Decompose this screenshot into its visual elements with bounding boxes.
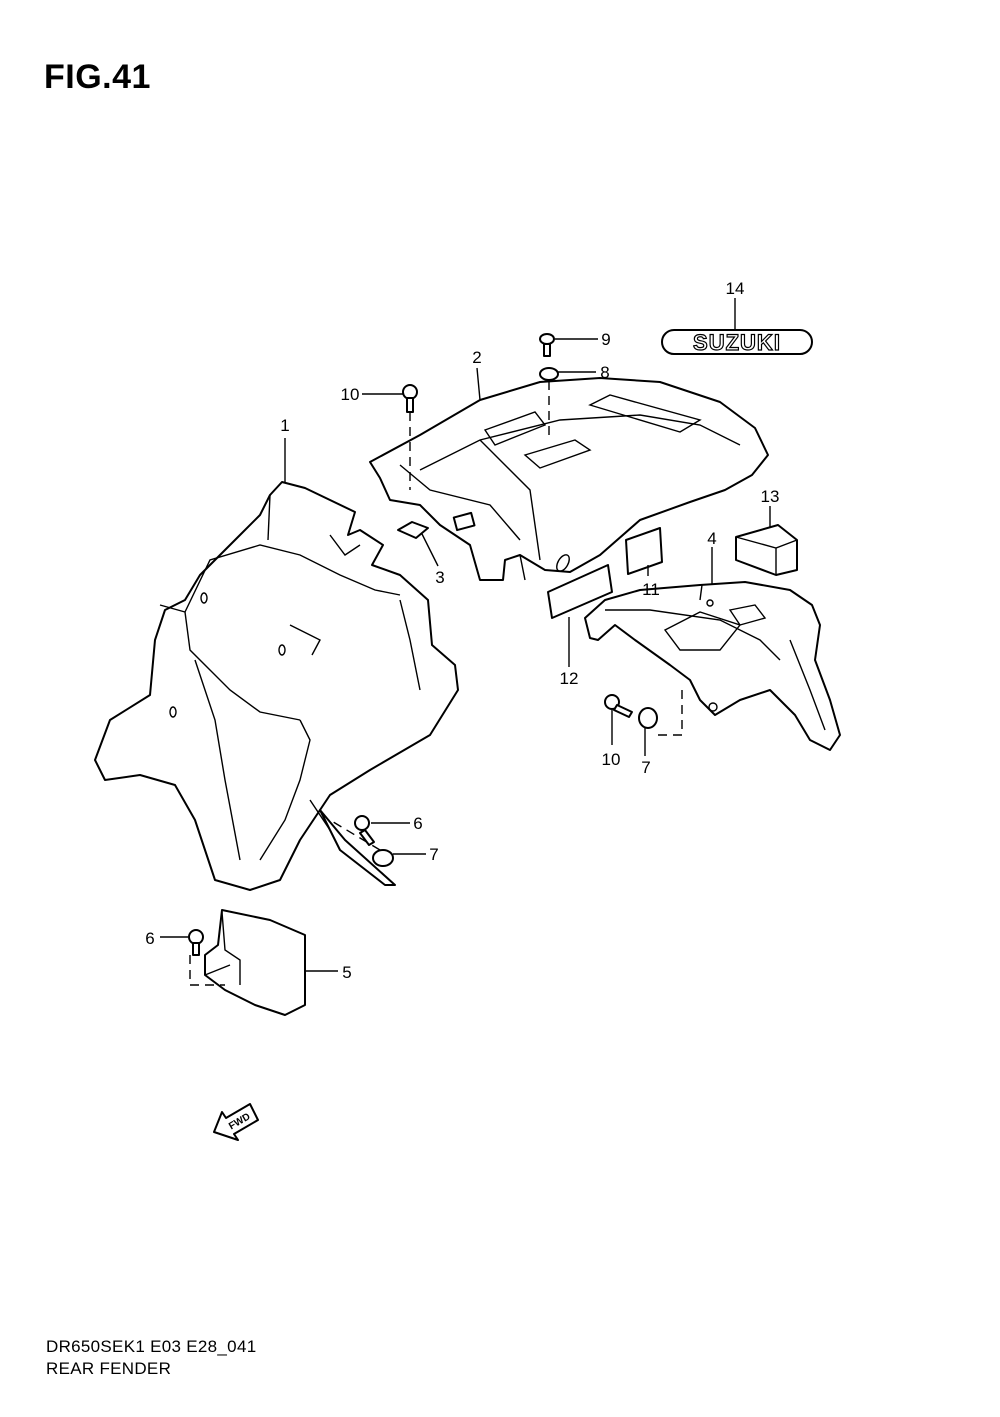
part-8-grommet[interactable]: [539, 367, 559, 381]
part-1-inner-fender[interactable]: [94, 481, 459, 891]
assembly-guides: [189, 381, 683, 986]
callout-4: 4: [707, 529, 716, 548]
callout-5: 5: [342, 963, 351, 982]
callout-10a: 10: [341, 385, 360, 404]
callout-11: 11: [642, 580, 660, 599]
callout-8: 8: [600, 363, 609, 382]
emblem-text: SUZUKI: [693, 330, 781, 355]
diagram-footer: DR650SEK1 E03 E28_041 REAR FENDER: [46, 1336, 256, 1380]
part-13-block[interactable]: [735, 524, 798, 576]
part-10-bolt-a[interactable]: [402, 384, 418, 413]
callout-3: 3: [435, 568, 444, 587]
part-5-mud-flap[interactable]: [204, 909, 306, 1016]
part-10-bolt-b[interactable]: [604, 694, 633, 718]
part-6-bolt-b[interactable]: [188, 929, 204, 956]
part-9-screw[interactable]: [539, 333, 555, 357]
part-4-fender-bracket[interactable]: [584, 581, 841, 751]
callout-13: 13: [761, 487, 780, 506]
part-6-bolt-a[interactable]: [354, 815, 375, 846]
callout-10b: 10: [602, 750, 621, 769]
part-3-clip[interactable]: [397, 521, 429, 539]
callout-1: 1: [280, 416, 289, 435]
callout-2: 2: [472, 348, 481, 367]
part-14-suzuki-emblem[interactable]: SUZUKI: [661, 329, 813, 356]
callout-6b: 6: [145, 929, 154, 948]
part-7-nut-b[interactable]: [638, 707, 658, 729]
model-code: DR650SEK1 E03 E28_041: [46, 1337, 257, 1356]
fwd-arrow-icon: FWD: [213, 1103, 259, 1141]
leader-lines: [160, 298, 771, 972]
callouts: 1 2 3 4 5 6 6 7 7 8 9 10 10 11 12 13 14: [145, 279, 779, 982]
part-2-rear-fender[interactable]: [369, 377, 769, 581]
part-7-nut-a[interactable]: [372, 849, 394, 867]
callout-12: 12: [560, 669, 579, 688]
callout-7b: 7: [641, 758, 650, 777]
section-name: REAR FENDER: [46, 1359, 172, 1378]
callout-7a: 7: [429, 845, 438, 864]
part-11-pad[interactable]: [625, 527, 663, 575]
figure-title: FIG.41: [44, 58, 151, 96]
callout-9: 9: [601, 330, 610, 349]
callout-14: 14: [726, 279, 745, 298]
callout-6a: 6: [413, 814, 422, 833]
part-12-pad[interactable]: [547, 564, 613, 619]
